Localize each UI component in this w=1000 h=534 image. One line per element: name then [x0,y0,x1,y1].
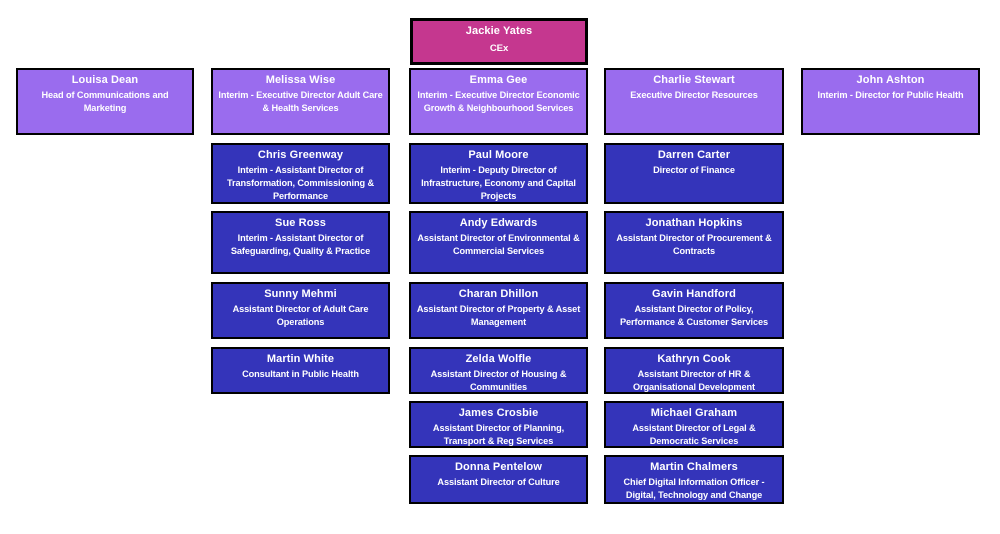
person-name: Kathryn Cook [657,353,731,365]
person-name: James Crosbie [458,407,539,419]
person-name: John Ashton [856,74,925,86]
person-name: Emma Gee [469,74,528,86]
org-box-paul-moore: Paul Moore Interim - Deputy Director of … [409,143,588,204]
person-title: CEx [489,43,509,54]
person-name: Charlie Stewart [653,74,735,86]
person-name: Sunny Mehmi [264,288,337,300]
person-title: Head of Communications and Marketing [41,90,169,113]
person-name: Jackie Yates [465,25,533,37]
person-name: Darren Carter [657,149,731,161]
person-name: Martin White [266,353,335,365]
org-box-darren-carter: Darren Carter Director of Finance [604,143,784,204]
org-box-donna-pentelow: Donna Pentelow Assistant Director of Cul… [409,455,588,504]
person-title: Assistant Director of Policy, Performanc… [619,304,769,327]
person-name: Gavin Handford [652,288,736,300]
person-title: Assistant Director of Adult Care Operati… [232,304,369,327]
person-title: Interim - Executive Director Economic Gr… [417,90,580,113]
person-title: Assistant Director of Housing & Communit… [430,369,567,392]
person-title: Interim - Deputy Director of Infrastruct… [421,165,576,201]
org-box-martin-chalmers: Martin Chalmers Chief Digital Informatio… [604,455,784,504]
person-title: Assistant Director of HR & Organisationa… [633,369,755,392]
org-box-sunny-mehmi: Sunny Mehmi Assistant Director of Adult … [211,282,390,339]
org-box-jonathan-hopkins: Jonathan Hopkins Assistant Director of P… [604,211,784,274]
person-name: Zelda Wolfle [465,353,532,365]
person-name: Jonathan Hopkins [645,217,743,229]
org-box-louisa-dean: Louisa Dean Head of Communications and M… [16,68,194,135]
org-box-kathryn-cook: Kathryn Cook Assistant Director of HR & … [604,347,784,394]
person-title: Assistant Director of Legal & Democratic… [632,423,756,446]
person-name: Melissa Wise [265,74,336,86]
org-box-james-crosbie: James Crosbie Assistant Director of Plan… [409,401,588,448]
person-name: Martin Chalmers [650,461,738,473]
person-title: Assistant Director of Environmental & Co… [417,233,580,256]
person-name: Sue Ross [275,217,326,229]
org-box-michael-graham: Michael Graham Assistant Director of Leg… [604,401,784,448]
person-title: Interim - Executive Director Adult Care … [218,90,383,113]
person-title: Director of Finance [653,165,735,175]
person-title: Assistant Director of Culture [437,477,560,487]
org-box-chris-greenway: Chris Greenway Interim - Assistant Direc… [211,143,390,204]
person-title: Executive Director Resources [630,90,758,100]
person-name: Paul Moore [468,149,529,161]
person-name: Donna Pentelow [455,461,542,473]
person-title: Interim - Assistant Director of Safeguar… [230,233,371,256]
person-name: Chris Greenway [257,149,344,161]
person-name: Andy Edwards [459,217,538,229]
person-title: Interim - Director for Public Health [817,90,964,100]
org-box-charan-dhillon: Charan Dhillon Assistant Director of Pro… [409,282,588,339]
org-box-jackie-yates: Jackie Yates CEx [410,18,588,65]
org-box-melissa-wise: Melissa Wise Interim - Executive Directo… [211,68,390,135]
org-box-gavin-handford: Gavin Handford Assistant Director of Pol… [604,282,784,339]
org-box-zelda-wolfle: Zelda Wolfle Assistant Director of Housi… [409,347,588,394]
org-box-sue-ross: Sue Ross Interim - Assistant Director of… [211,211,390,274]
person-name: Louisa Dean [71,74,139,86]
person-title: Interim - Assistant Director of Transfor… [227,165,374,201]
person-title: Consultant in Public Health [242,369,359,379]
org-box-john-ashton: John Ashton Interim - Director for Publi… [801,68,980,135]
org-box-martin-white: Martin White Consultant in Public Health [211,347,390,394]
person-title: Assistant Director of Property & Asset M… [416,304,581,327]
person-name: Charan Dhillon [458,288,539,300]
person-title: Assistant Director of Planning, Transpor… [432,423,565,446]
person-title: Assistant Director of Procurement & Cont… [616,233,772,256]
org-box-charlie-stewart: Charlie Stewart Executive Director Resou… [604,68,784,135]
org-box-emma-gee: Emma Gee Interim - Executive Director Ec… [409,68,588,135]
person-name: Michael Graham [650,407,738,419]
org-box-andy-edwards: Andy Edwards Assistant Director of Envir… [409,211,588,274]
person-title: Chief Digital Information Officer - Digi… [623,477,765,500]
